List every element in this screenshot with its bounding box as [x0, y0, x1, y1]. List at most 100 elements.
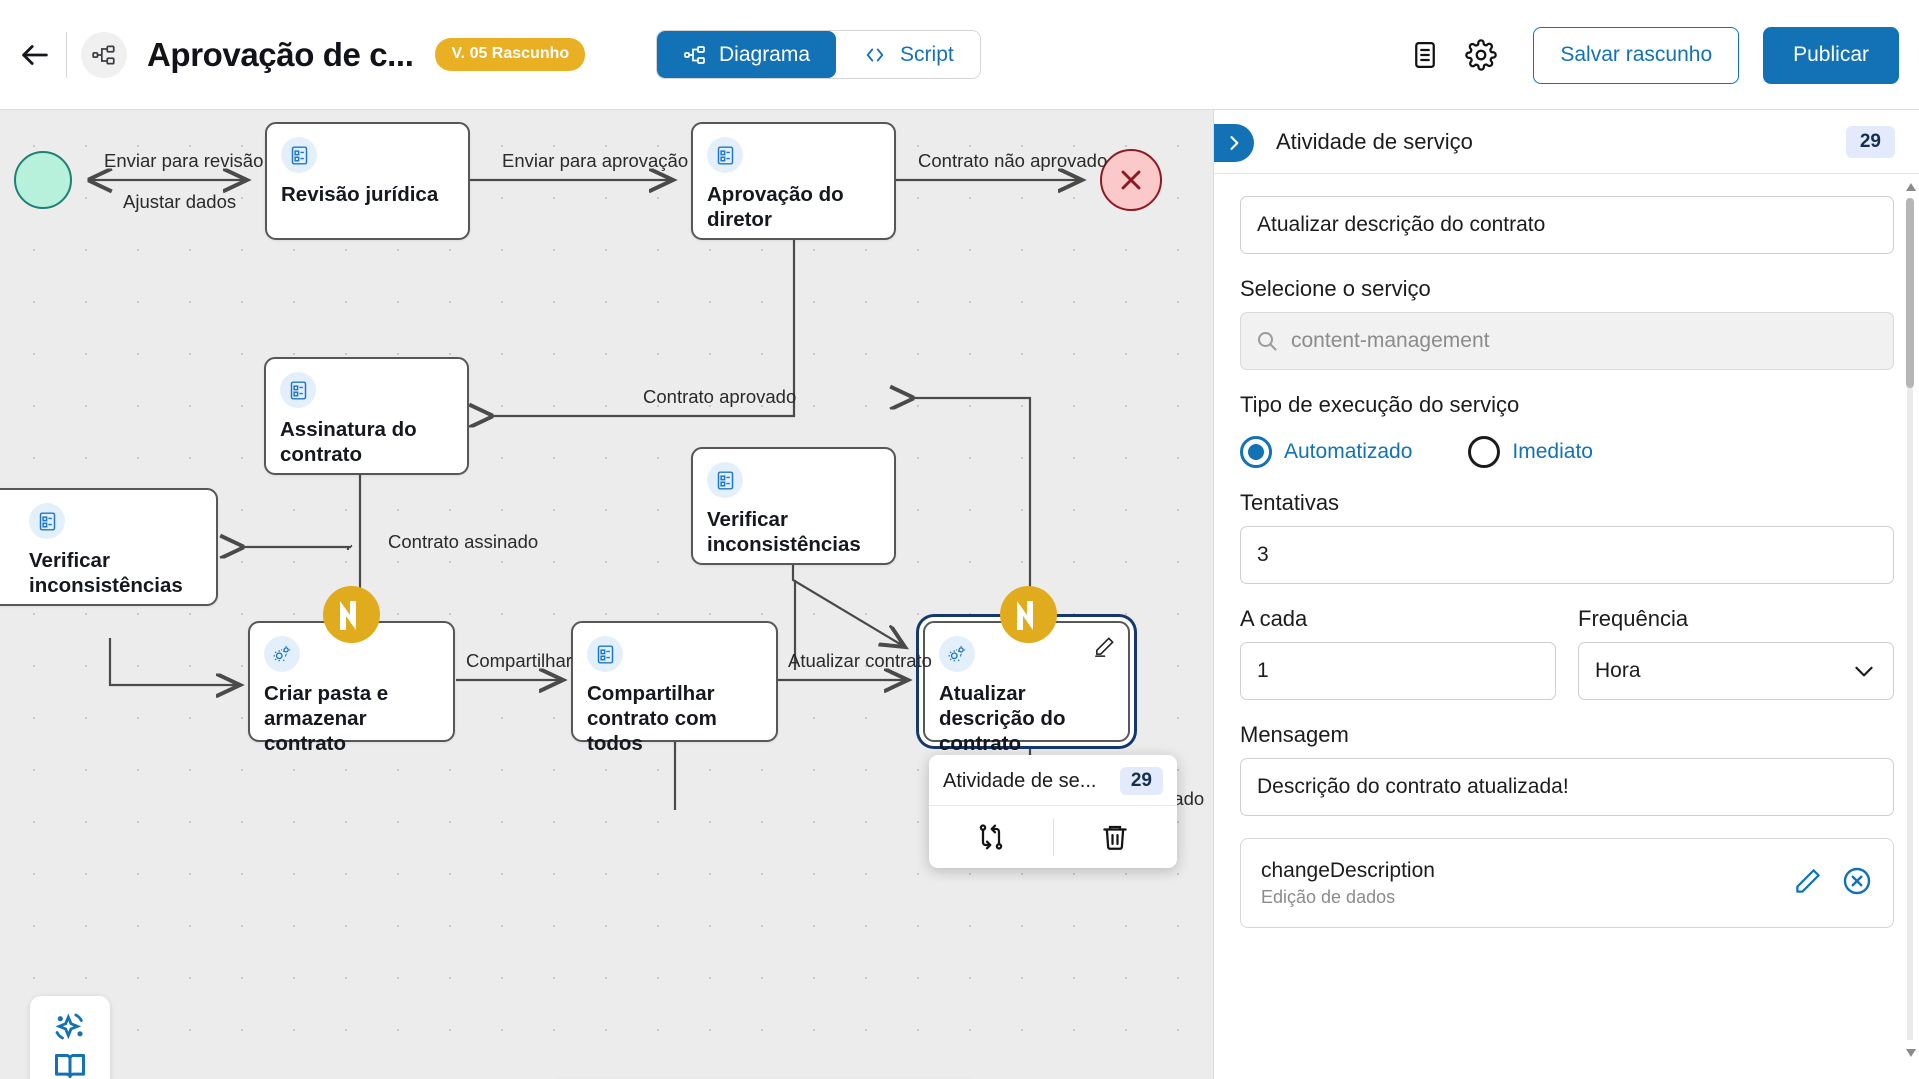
- context-menu-actions: [929, 806, 1177, 868]
- badge-n-marker[interactable]: [323, 586, 380, 643]
- edge-label-contrato-aprovado: Contrato aprovado: [643, 386, 797, 407]
- node-label: Assinatura do contrato: [280, 418, 417, 466]
- edge-label-contrato-nao-aprovado: Contrato não aprovado: [918, 150, 1108, 171]
- search-icon: [1258, 332, 1277, 351]
- diagram-icon: [684, 45, 705, 64]
- service-search-placeholder: content-management: [1291, 329, 1490, 352]
- edge-label-ajustar-dados: Ajustar dados: [123, 191, 237, 212]
- node-start-event[interactable]: [14, 151, 72, 209]
- page-title: Aprovação de c...: [147, 35, 414, 73]
- radio-dot: [1248, 444, 1264, 460]
- node-compartilhar-contrato[interactable]: Compartilhar contrato com todos: [571, 621, 778, 755]
- version-badge: V. 05 Rascunho: [435, 38, 586, 71]
- node-label: Compartilhar contrato com todos: [587, 682, 717, 755]
- sparkle-ai-icon[interactable]: [50, 1008, 90, 1048]
- radio-imediato-label: Imediato: [1512, 440, 1593, 463]
- properties-panel: Atividade de serviço 29 Selecione o serv…: [1213, 110, 1919, 1079]
- form-task-icon: [281, 137, 317, 173]
- edge-label-atualizar-contrato: Atualizar contrato: [788, 650, 932, 671]
- document-icon[interactable]: [1397, 27, 1453, 83]
- context-menu-header: Atividade de se... 29: [929, 755, 1177, 806]
- frequency-label: Frequência: [1578, 606, 1689, 631]
- edge-label-contrato-assinado: Contrato assinado: [388, 531, 539, 552]
- save-draft-button[interactable]: Salvar rascunho: [1533, 26, 1740, 84]
- book-icon[interactable]: [52, 1048, 88, 1079]
- diagram-canvas[interactable]: Revisão jurídica Aprovação do diretor: [0, 110, 1213, 1079]
- panel-title: Atividade de serviço: [1276, 128, 1473, 154]
- radio-imediato-control: [1468, 436, 1501, 468]
- scroll-up-arrow[interactable]: [1905, 180, 1917, 198]
- node-context-menu[interactable]: Atividade de se... 29: [929, 755, 1177, 868]
- activity-name-input[interactable]: [1240, 196, 1894, 254]
- data-binding-name: changeDescription: [1261, 858, 1435, 882]
- form-task-icon: [280, 372, 316, 408]
- close-x-icon: [1121, 170, 1141, 190]
- tab-script[interactable]: Script: [836, 31, 980, 78]
- gear-icon[interactable]: [1453, 27, 1509, 83]
- node-verificar-inconsistencias-mid[interactable]: Verificar inconsistências: [691, 447, 896, 565]
- radio-automatizado[interactable]: Automatizado: [1240, 436, 1412, 468]
- message-label: Mensagem: [1240, 722, 1349, 747]
- node-label: Aprovação do diretor: [707, 183, 844, 231]
- node-revisao-juridica[interactable]: Revisão jurídica: [265, 122, 470, 240]
- node-edit-pencil-icon[interactable]: [1093, 635, 1116, 663]
- edge-label-enviar-aprovacao: Enviar para aprovação: [502, 150, 689, 171]
- node-error-end[interactable]: [1100, 149, 1162, 211]
- form-task-icon: [707, 137, 743, 173]
- canvas-left-toolbar: [30, 996, 110, 1079]
- form-task-icon: [587, 636, 623, 672]
- panel-collapse-button[interactable]: [1214, 124, 1254, 162]
- chevron-down-icon: [1855, 666, 1873, 677]
- n-logo-icon: [1016, 600, 1033, 630]
- node-verificar-inconsistencias-left[interactable]: Verificar inconsistências: [0, 488, 218, 606]
- pencil-icon[interactable]: [1793, 866, 1823, 901]
- radio-automatizado-label: Automatizado: [1284, 440, 1413, 463]
- every-label: A cada: [1240, 606, 1308, 631]
- node-label: Criar pasta e armazenar contrato: [264, 682, 389, 755]
- every-input[interactable]: [1240, 642, 1556, 700]
- trash-icon[interactable]: [1054, 806, 1178, 868]
- edge-label-compartilhar: Compartilhar: [466, 650, 572, 671]
- attempts-label: Tentativas: [1240, 490, 1340, 515]
- gears-icon: [939, 636, 975, 672]
- scroll-down-arrow[interactable]: [1905, 1046, 1917, 1064]
- scrollbar-thumb[interactable]: [1906, 198, 1914, 388]
- form-task-icon: [29, 503, 65, 539]
- tab-diagrama-label: Diagrama: [719, 42, 811, 66]
- frequency-selected-value: Hora: [1595, 659, 1641, 682]
- badge-n-marker[interactable]: [1000, 586, 1057, 643]
- scrollbar-track[interactable]: [1907, 198, 1913, 1040]
- publish-button[interactable]: Publicar: [1763, 26, 1899, 84]
- attempts-input[interactable]: [1240, 526, 1894, 584]
- service-select-label: Selecione o serviço: [1240, 276, 1431, 301]
- header-divider: [66, 31, 67, 78]
- app-header: Aprovação de c... V. 05 Rascunho Diagram…: [0, 0, 1919, 110]
- panel-count-badge: 29: [1845, 126, 1895, 158]
- context-menu-badge: 29: [1119, 767, 1163, 795]
- view-mode-tabs: Diagrama Script: [656, 30, 981, 79]
- back-button[interactable]: [8, 28, 62, 82]
- node-assinatura-contrato[interactable]: Assinatura do contrato: [264, 357, 469, 475]
- node-label: Verificar inconsistências: [29, 549, 183, 597]
- circle-x-icon[interactable]: [1841, 865, 1873, 902]
- node-label: Atualizar descrição do contrato: [939, 682, 1066, 755]
- context-menu-title: Atividade de se...: [943, 769, 1097, 792]
- panel-scrollbar[interactable]: [1905, 180, 1917, 1060]
- gears-icon: [264, 636, 300, 672]
- service-search-input[interactable]: content-management: [1240, 312, 1894, 370]
- exec-type-radio-group: Automatizado Imediato: [1240, 436, 1894, 468]
- message-input[interactable]: [1240, 758, 1894, 816]
- data-binding-actions: [1793, 865, 1873, 902]
- data-binding-subtitle: Edição de dados: [1261, 886, 1396, 907]
- n-logo-icon: [339, 600, 356, 630]
- form-task-icon: [707, 462, 743, 498]
- tab-diagrama[interactable]: Diagrama: [657, 31, 837, 78]
- frequency-select[interactable]: Hora: [1578, 642, 1894, 700]
- code-icon: [866, 48, 884, 61]
- data-binding-card[interactable]: changeDescription Edição de dados: [1240, 838, 1894, 928]
- tab-script-label: Script: [900, 42, 954, 66]
- branch-icon[interactable]: [929, 806, 1053, 868]
- node-aprovacao-diretor[interactable]: Aprovação do diretor: [691, 122, 896, 240]
- radio-imediato[interactable]: Imediato: [1468, 436, 1593, 468]
- panel-body: Selecione o serviço content-management T…: [1214, 174, 1919, 1079]
